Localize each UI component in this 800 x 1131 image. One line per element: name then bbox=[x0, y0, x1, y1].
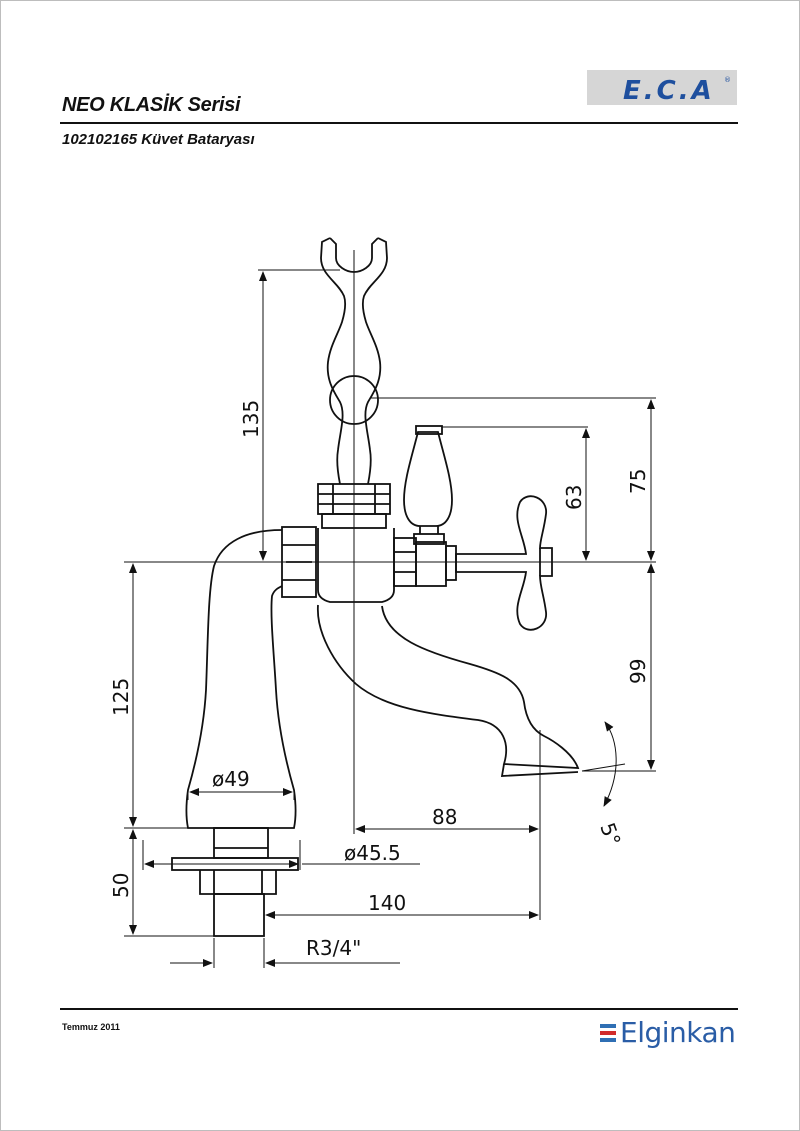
elginkan-logo: Elginkan bbox=[600, 1016, 740, 1052]
dim-125: 125 bbox=[109, 678, 133, 716]
eca-logo-text: E.C.A bbox=[623, 76, 715, 105]
elginkan-logo-text: Elginkan bbox=[620, 1016, 736, 1049]
dim-135: 135 bbox=[239, 400, 263, 438]
dim-63: 63 bbox=[562, 485, 586, 510]
dim-88: 88 bbox=[432, 805, 457, 829]
dim-75: 75 bbox=[626, 469, 650, 494]
elginkan-logo-icon bbox=[600, 1024, 616, 1045]
dim-thread: R3/4" bbox=[306, 936, 361, 960]
dimension-lines bbox=[129, 271, 655, 967]
dim-99: 99 bbox=[626, 659, 650, 684]
dim-angle: 5° bbox=[595, 820, 625, 850]
dim-diameter-45-5: ø45.5 bbox=[344, 841, 401, 865]
eca-registered-mark: ® bbox=[724, 76, 731, 84]
dim-50: 50 bbox=[109, 873, 133, 898]
dim-diameter-49: ø49 bbox=[212, 767, 250, 791]
series-title: NEO KLASİK Serisi bbox=[62, 94, 241, 116]
dim-140: 140 bbox=[368, 891, 406, 915]
extension-lines bbox=[124, 250, 656, 968]
footer-rule bbox=[60, 1008, 738, 1010]
header-rule bbox=[60, 122, 738, 124]
faucet-outline bbox=[171, 237, 580, 937]
eca-logo-mark: E.C.A ® bbox=[623, 76, 731, 106]
footer-date: Temmuz 2011 bbox=[62, 1022, 120, 1032]
product-title: 102102165 Küvet Bataryası bbox=[62, 131, 255, 148]
eca-logo: E.C.A ® bbox=[587, 70, 737, 106]
